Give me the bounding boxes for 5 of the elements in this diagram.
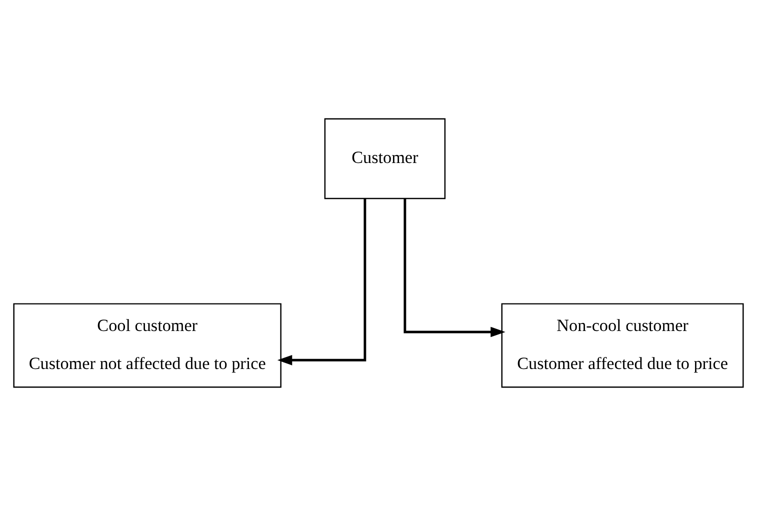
node-box: Cool customer Customer not affected due to price [13, 302, 282, 388]
node-box: Customer [324, 118, 446, 199]
arrow [404, 198, 506, 337]
arrow [277, 198, 366, 365]
node-box: Non-cool customer Customer affected due to price [501, 302, 744, 388]
